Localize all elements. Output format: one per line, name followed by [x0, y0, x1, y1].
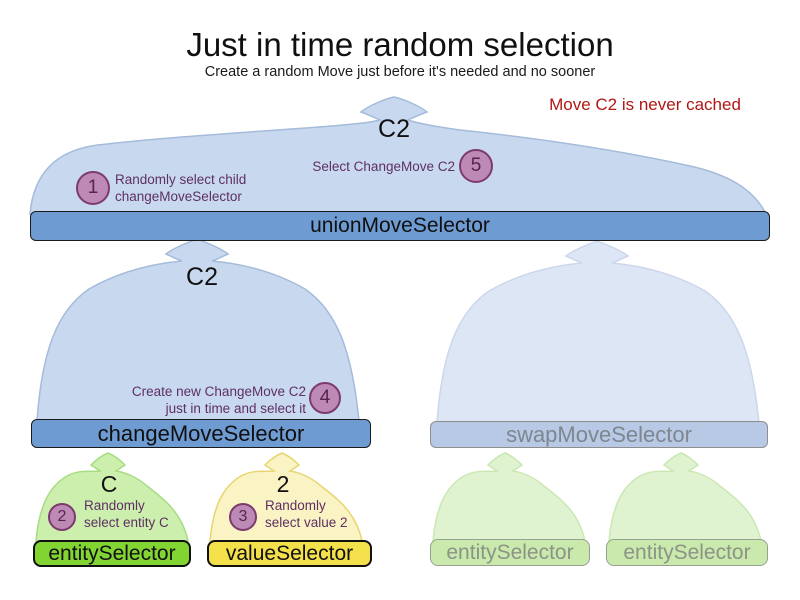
- step-text-1-line2: changeMoveSelector: [115, 189, 242, 204]
- step-circle-3: 3: [229, 503, 257, 531]
- step-text-2-line1: Randomly: [84, 498, 145, 513]
- step-text-2-line2: select entity C: [84, 515, 169, 530]
- step-text-4-line1: Create new ChangeMove C2: [131, 384, 306, 399]
- diagram-subtitle: Create a random Move just before it's ne…: [204, 64, 596, 80]
- step-text-1-line1: Randomly select child: [115, 172, 247, 187]
- selector-bar-change: changeMoveSelector: [31, 419, 371, 448]
- selector-bar-value: valueSelector: [207, 540, 372, 567]
- note-never-cached: Move C2 is never cached: [549, 95, 741, 114]
- move-label-top: C2: [378, 115, 410, 143]
- selector-bar-entity: entitySelector: [33, 540, 191, 567]
- step-circle-1: 1: [76, 171, 110, 205]
- step-text-3-line2: select value 2: [265, 515, 348, 530]
- step-circle-2: 2: [48, 503, 76, 531]
- selector-bar-swap: swapMoveSelector: [430, 421, 768, 448]
- selector-bar-entity-faded-2: entitySelector: [606, 539, 768, 566]
- step-text-4-line2: just in time and select it: [165, 401, 306, 416]
- diagram-title: Just in time random selection: [186, 26, 614, 63]
- entity-faded-funnel-shape-2: [608, 452, 762, 542]
- step-text-3: Randomly select value 2: [265, 497, 348, 531]
- step-text-1: Randomly select child changeMoveSelector: [115, 171, 246, 205]
- step-text-4: Create new ChangeMove C2 just in time an…: [106, 383, 306, 417]
- union-funnel-shape: [29, 96, 768, 215]
- step-circle-4: 4: [309, 382, 341, 414]
- step-text-2: Randomly select entity C: [84, 497, 169, 531]
- step-text-5-line1: Select ChangeMove C2: [312, 159, 455, 174]
- selector-bar-entity-faded-1: entitySelector: [430, 539, 590, 566]
- value-pick-label: 2: [276, 471, 290, 497]
- step-text-3-line1: Randomly: [265, 498, 326, 513]
- step-circle-5: 5: [459, 149, 493, 183]
- entity-faded-funnel-shape-1: [432, 452, 586, 542]
- move-label-mid: C2: [186, 263, 218, 291]
- step-text-5: Select ChangeMove C2: [295, 158, 455, 175]
- entity-pick-label: C: [100, 471, 118, 497]
- swap-funnel-shape: [436, 240, 760, 424]
- selector-bar-union: unionMoveSelector: [30, 211, 770, 241]
